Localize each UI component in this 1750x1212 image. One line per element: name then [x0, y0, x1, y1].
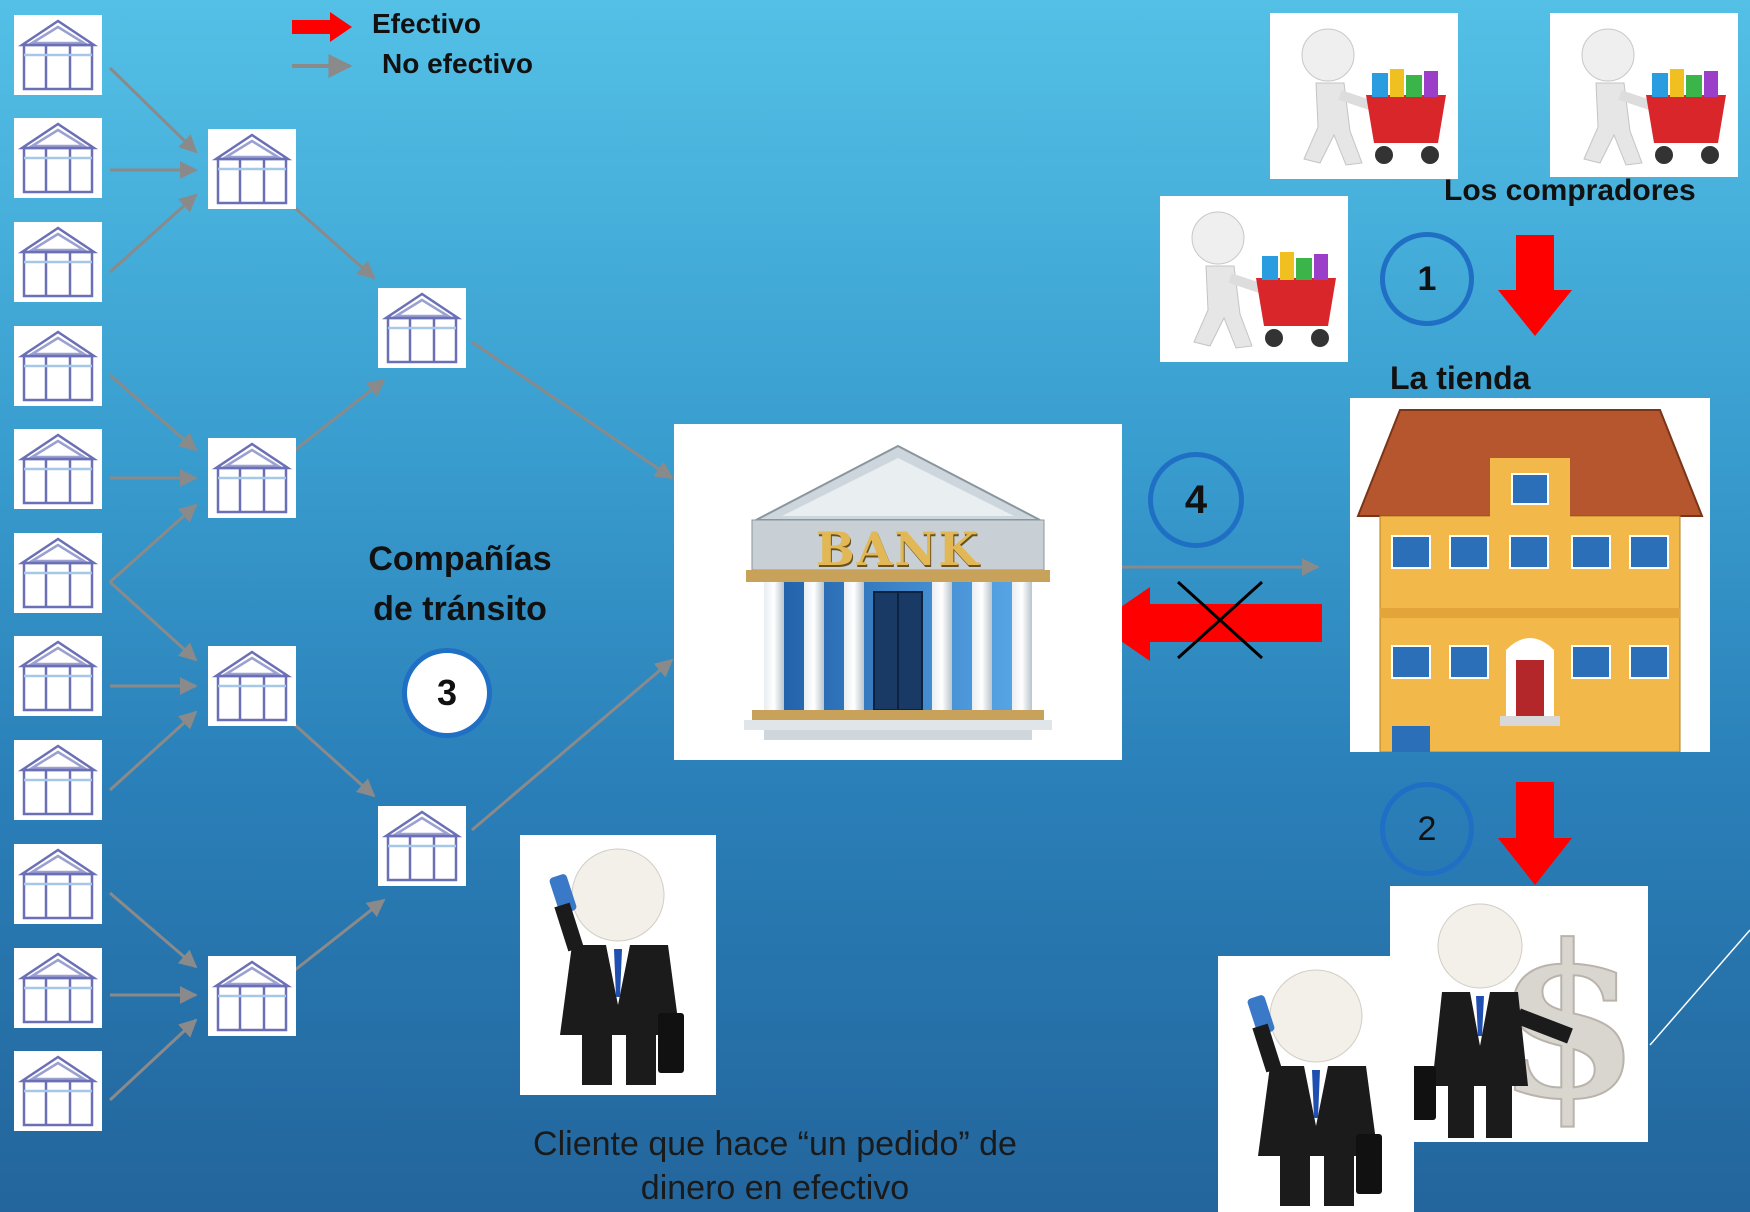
legend-noncash-label: No efectivo: [382, 48, 533, 79]
store-label: La tienda: [1390, 360, 1531, 396]
businessman-icon: [520, 835, 716, 1095]
flow-arrow: [108, 1018, 198, 1102]
shopper-cart-icon: [1160, 196, 1348, 362]
bank-card: BANK: [674, 424, 1122, 760]
cash-down-arrow-2: [1498, 782, 1572, 885]
flow-arrow: [294, 378, 386, 452]
flow-arrow: [108, 710, 198, 792]
greenhouse-icon: [378, 288, 466, 368]
legend-cash-arrow: [292, 12, 352, 42]
bank-sign: BANK: [815, 522, 981, 576]
client-caption: Cliente que hace “un pedido” de dinero e…: [400, 1122, 1150, 1210]
blocked-cross: [1176, 580, 1264, 660]
greenhouse-icon: [14, 429, 102, 509]
cash-store-to-bank-arrow: [1096, 587, 1322, 661]
shopper-card-2: [1550, 13, 1738, 177]
greenhouse-icon: [208, 129, 296, 209]
flow-arrow: [294, 206, 376, 280]
greenhouse-icon: [14, 326, 102, 406]
decorative-line: [1649, 929, 1750, 1046]
greenhouse-icon: [14, 1051, 102, 1131]
greenhouse-icon: [208, 646, 296, 726]
greenhouse-icon: [378, 806, 466, 886]
greenhouse-icon: [14, 740, 102, 820]
step-1-badge: 1: [1380, 232, 1474, 326]
businessman-dollar-card: $: [1390, 886, 1648, 1142]
businessman-card-2: [1218, 956, 1414, 1212]
greenhouse-icon: [14, 844, 102, 924]
flow-arrow: [471, 658, 674, 832]
flow-arrow: [293, 723, 376, 798]
legend-cash-label: Efectivo: [372, 8, 481, 39]
greenhouse-icon: [14, 948, 102, 1028]
bank-icon: [744, 444, 1052, 740]
step-4-badge: 4: [1148, 452, 1244, 548]
greenhouse-icon: [14, 118, 102, 198]
shopper-card-1: [1270, 13, 1458, 179]
transit-label-line2: de tránsito: [373, 590, 547, 628]
flow-arrow: [109, 373, 198, 452]
shopper-cart-icon: [1270, 13, 1458, 179]
shopper-card-3: [1160, 196, 1348, 362]
flow-arrow: [108, 580, 198, 662]
greenhouse-icon: [14, 15, 102, 95]
flow-arrow: [108, 66, 198, 154]
shoppers-label: Los compradores: [1444, 174, 1696, 207]
greenhouse-icon: [208, 956, 296, 1036]
cash-down-arrow-1: [1498, 235, 1572, 336]
client-card: [520, 835, 716, 1095]
dollar-icon: $: [1410, 898, 1642, 1142]
greenhouse-icon: [14, 636, 102, 716]
transit-label-line1: Compañías: [368, 540, 552, 578]
flow-arrow: [108, 193, 198, 274]
store-building-icon: [1356, 409, 1704, 752]
flow-arrow: [294, 898, 386, 972]
shopper-cart-icon: [1550, 13, 1738, 177]
greenhouse-icon: [14, 222, 102, 302]
client-caption-line2: dinero en efectivo: [640, 1169, 910, 1207]
step-2-badge: 2: [1380, 782, 1474, 876]
transit-companies-label: Compañías de tránsito: [340, 534, 580, 634]
flow-arrow: [108, 503, 198, 584]
flow-arrow: [109, 891, 198, 969]
client-caption-line1: Cliente que hace “un pedido” de: [533, 1125, 1017, 1163]
greenhouse-icon: [208, 438, 296, 518]
businessman-icon: [1218, 956, 1414, 1212]
flow-arrow: [471, 340, 674, 480]
step-3-badge: 3: [402, 648, 492, 738]
store-card: [1350, 398, 1710, 752]
greenhouse-icon: [14, 533, 102, 613]
